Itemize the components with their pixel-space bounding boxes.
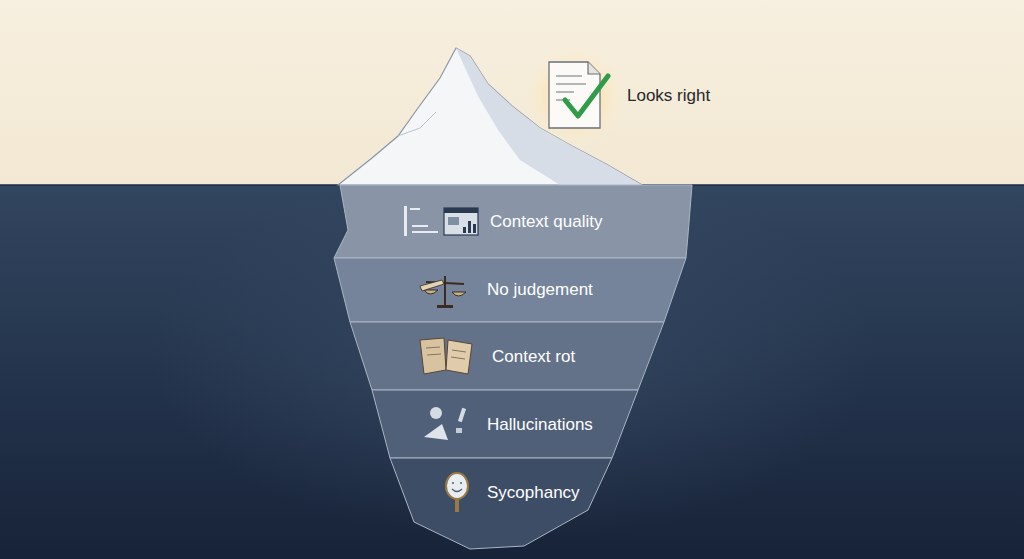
iceberg-band: Context rot [350, 322, 664, 390]
band-shape [390, 458, 612, 549]
band-icon [424, 407, 466, 440]
iceberg-band: Context quality [334, 185, 692, 258]
band-label: Context quality [490, 212, 602, 232]
tip-label: Looks right [627, 86, 710, 106]
band-label: Hallucinations [487, 415, 593, 435]
band-label: Sycophancy [487, 483, 580, 503]
band-icon [420, 276, 466, 308]
document-check-icon [549, 62, 608, 128]
iceberg-band: Hallucinations [372, 390, 638, 458]
band-icon [420, 338, 472, 374]
band-icon [446, 473, 468, 512]
band-label: Context rot [492, 347, 575, 367]
iceberg-band: Sycophancy [390, 458, 612, 549]
band-label: No judgement [487, 280, 593, 300]
iceberg-band: No judgement [334, 258, 686, 322]
band-icon [404, 206, 478, 236]
